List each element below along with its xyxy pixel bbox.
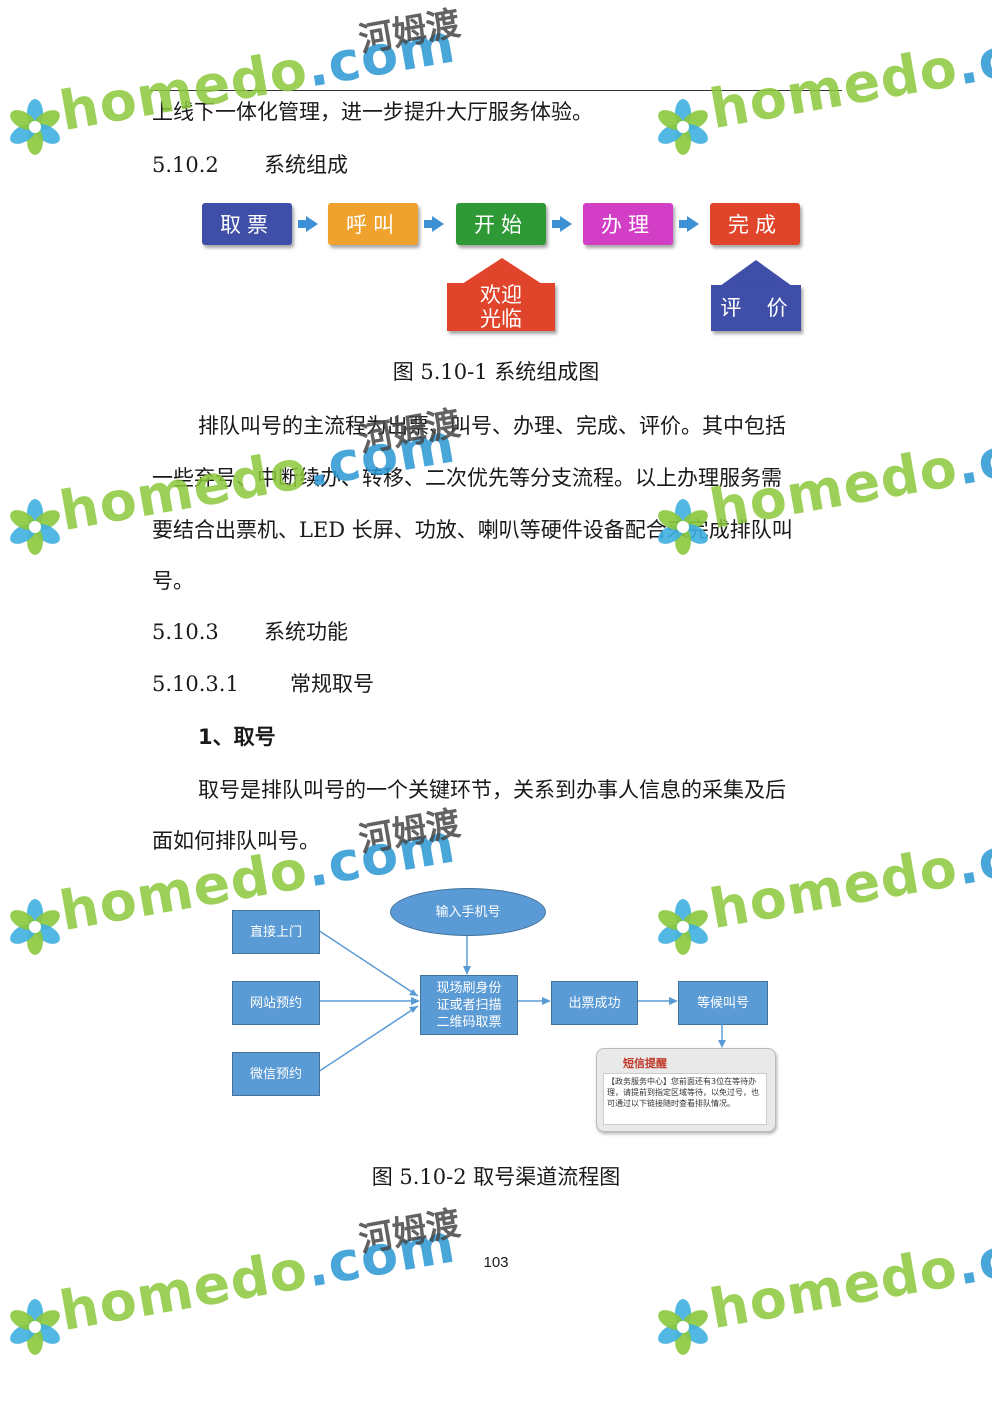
box-scan-ticket: 现场刷身份 证或者扫描 二维码取票	[420, 975, 518, 1035]
section-heading-5-10-3: 5.10.3 系统功能	[152, 618, 348, 646]
arrow-up-icon	[720, 260, 792, 286]
section-number: 5.10.3.1	[152, 672, 239, 696]
scan-line-3: 二维码取票	[436, 1014, 502, 1030]
input-phone-ellipse: 输入手机号	[390, 888, 546, 936]
paragraph-line: 一些弃号、中断续办、转移、二次优先等分支流程。以上办理服务需	[152, 466, 782, 490]
figure-caption-1: 图 5.10-1 系统组成图	[392, 360, 600, 384]
section-title: 常规取号	[290, 672, 374, 696]
box-wait-call: 等候叫号	[678, 981, 768, 1025]
header-rule	[150, 90, 842, 91]
section-number: 5.10.2	[152, 153, 219, 177]
welcome-box: 欢迎 光临	[447, 283, 555, 331]
welcome-line-2: 光临	[480, 307, 522, 331]
welcome-line-1: 欢迎	[480, 283, 522, 307]
subheading: 1、取号	[198, 725, 276, 749]
sms-body: 【政务服务中心】您前面还有3位在等待办理，请提前到指定区域等待，以免过号，也可通…	[603, 1073, 767, 1125]
step-take-ticket: 取票	[202, 203, 292, 245]
arrow-up-icon	[462, 258, 542, 284]
step-handle: 办理	[583, 203, 673, 245]
step-start: 开始	[456, 203, 546, 245]
box-ticket-success: 出票成功	[551, 981, 638, 1025]
scan-line-1: 现场刷身份	[436, 980, 502, 996]
section-heading-5-10-2: 5.10.2 系统组成	[152, 151, 348, 179]
box-wechat-booking: 微信预约	[232, 1052, 320, 1096]
intro-line: 上线下一体化管理，进一步提升大厅服务体验。	[152, 100, 593, 124]
arrow-right-icon	[424, 216, 444, 232]
box-web-booking: 网站预约	[232, 981, 320, 1025]
paragraph-line: 取号是排队叫号的一个关键环节，关系到办事人信息的采集及后	[198, 778, 786, 802]
arrow-down-icon	[718, 1024, 726, 1048]
evaluate-box: 评 价	[711, 285, 801, 331]
paragraph-line: 排队叫号的主流程为出票、叫号、办理、完成、评价。其中包括	[198, 414, 786, 438]
section-heading-5-10-3-1: 5.10.3.1 常规取号	[152, 670, 374, 698]
section-number: 5.10.3	[152, 620, 219, 644]
arrow-right-icon	[298, 216, 318, 232]
scan-line-2: 证或者扫描	[436, 997, 502, 1013]
paragraph-line: 号。	[152, 569, 194, 593]
sms-reminder-card: 短信提醒 【政务服务中心】您前面还有3位在等待办理，请提前到指定区域等待，以免过…	[596, 1048, 776, 1132]
section-title: 系统功能	[264, 620, 348, 644]
page-number: 103	[483, 1254, 509, 1271]
paragraph-line: 面如何排队叫号。	[152, 829, 320, 853]
arrow-right-icon	[552, 216, 572, 232]
section-title: 系统组成	[264, 153, 348, 177]
sms-title: 短信提醒	[623, 1057, 667, 1070]
arrow-right-icon	[679, 216, 699, 232]
box-walk-in: 直接上门	[232, 910, 320, 954]
step-complete: 完成	[710, 203, 800, 245]
figure-caption-2: 图 5.10-2 取号渠道流程图	[371, 1165, 621, 1189]
step-call: 呼叫	[328, 203, 418, 245]
